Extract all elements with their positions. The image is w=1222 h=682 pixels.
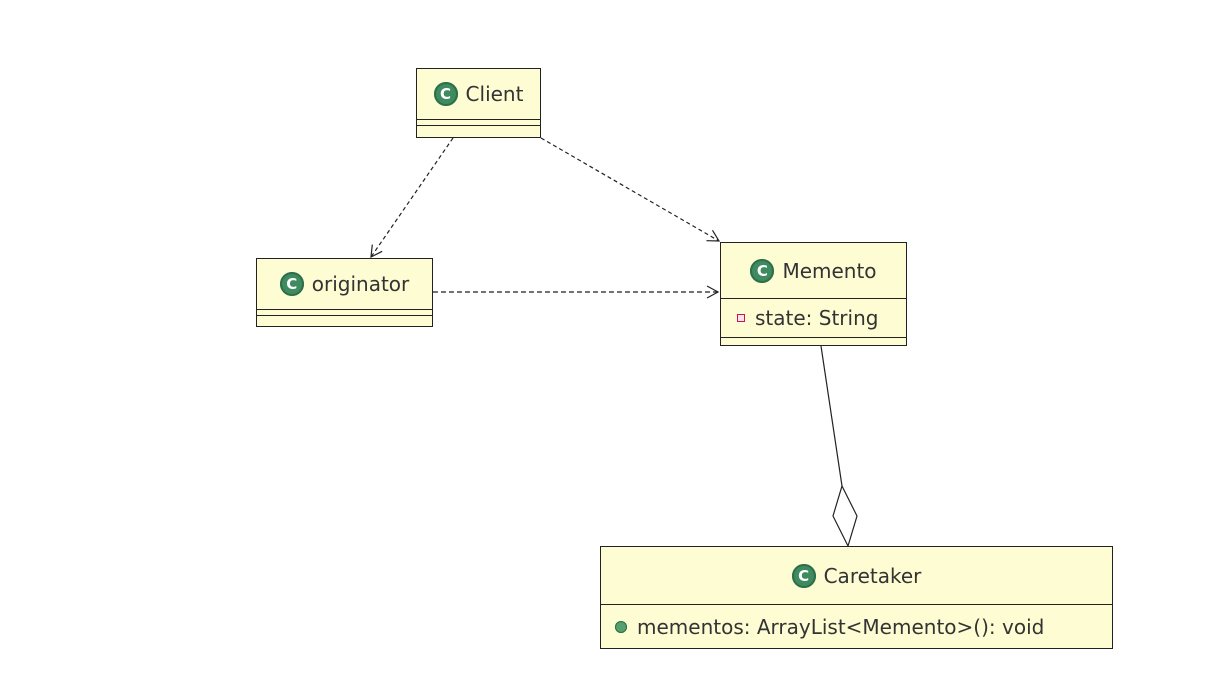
class-client-name: Client <box>465 82 524 106</box>
aggregation-line-memento-caretaker <box>820 345 843 487</box>
class-client[interactable]: C Client <box>416 68 541 138</box>
class-icon: C <box>791 563 816 588</box>
aggregation-diamond-icon <box>832 484 858 548</box>
class-icon: C <box>433 82 458 106</box>
class-memento-header: C Memento <box>721 243 906 298</box>
dependency-client-to-memento <box>540 137 721 242</box>
class-client-attributes <box>417 119 540 125</box>
class-originator-name: originator <box>311 272 410 296</box>
class-originator[interactable]: C originator <box>256 258 433 327</box>
class-client-operations <box>417 125 540 131</box>
member-mementos[interactable]: mementos: ArrayList<Memento>(): void <box>601 605 1112 649</box>
member-text: mementos: ArrayList<Memento>(): void <box>637 615 1045 639</box>
class-client-header: C Client <box>417 69 540 119</box>
class-icon: C <box>750 258 775 283</box>
class-caretaker-members: mementos: ArrayList<Memento>(): void <box>601 604 1112 649</box>
class-memento-attributes: state: String <box>721 298 906 337</box>
class-originator-attributes <box>257 309 432 315</box>
class-memento-operations <box>721 337 906 343</box>
attribute-text: state: String <box>755 306 879 330</box>
attribute-state[interactable]: state: String <box>721 299 906 337</box>
class-originator-operations <box>257 315 432 321</box>
private-field-icon <box>737 314 745 322</box>
class-memento-name: Memento <box>782 258 877 283</box>
class-caretaker-header: C Caretaker <box>601 547 1112 604</box>
public-member-icon <box>615 621 627 633</box>
class-caretaker-name: Caretaker <box>823 563 922 588</box>
dependency-client-to-originator <box>370 137 454 259</box>
class-icon: C <box>279 272 304 296</box>
class-originator-header: C originator <box>257 259 432 309</box>
class-memento[interactable]: C Memento state: String <box>720 242 907 346</box>
class-caretaker[interactable]: C Caretaker mementos: ArrayList<Memento>… <box>600 546 1113 649</box>
